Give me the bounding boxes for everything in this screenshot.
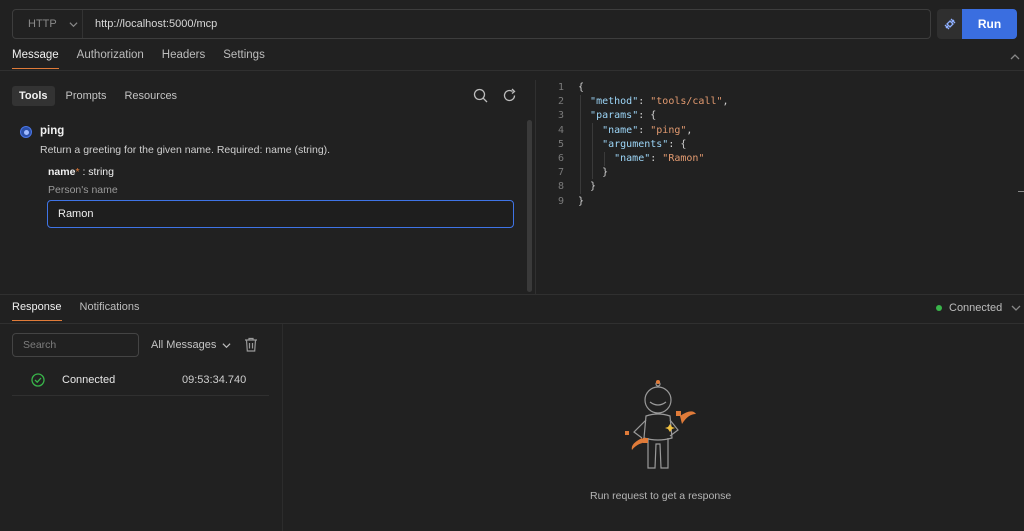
tab-resources[interactable]: Resources — [124, 90, 178, 102]
disconnect-button[interactable] — [937, 9, 963, 39]
tab-prompts[interactable]: Prompts — [65, 90, 107, 102]
search-icon[interactable] — [473, 88, 488, 103]
code-line: 5 "arguments": { — [552, 138, 729, 152]
code-line: 7 } — [552, 166, 729, 180]
line-number: 6 — [557, 153, 564, 165]
line-number: 2 — [557, 96, 564, 108]
trash-icon[interactable] — [244, 337, 258, 352]
tool-radio[interactable] — [20, 126, 32, 138]
response-tabs: Response Notifications — [12, 301, 139, 321]
message-timestamp: 09:53:34.740 — [182, 374, 247, 386]
run-button[interactable]: Run — [962, 9, 1017, 39]
indent-guide — [604, 152, 605, 166]
tab-response[interactable]: Response — [12, 301, 62, 321]
divider — [0, 294, 1024, 295]
method-label: HTTP — [28, 18, 57, 30]
line-number: 1 — [557, 82, 564, 93]
refresh-icon[interactable] — [502, 88, 517, 103]
tab-headers[interactable]: Headers — [161, 49, 206, 61]
status-label: Connected — [949, 302, 1003, 314]
required-mark: * — [75, 166, 80, 178]
line-number: 3 — [557, 110, 564, 122]
line-number: 4 — [557, 124, 564, 136]
tool-description: Return a greeting for the given name. Re… — [40, 144, 331, 156]
indent-guide — [580, 95, 581, 194]
tools-subtabs: Tools Prompts Resources — [12, 86, 184, 106]
minimap-marker — [1018, 191, 1024, 192]
messages-search-input[interactable]: Search — [12, 333, 139, 357]
divider — [12, 395, 269, 396]
code-line: 8 } — [552, 180, 729, 194]
param-name: name — [48, 166, 76, 178]
empty-state-text: Run request to get a response — [590, 490, 732, 502]
code-line: 4 "name": "ping", — [552, 124, 729, 138]
message-filter-select[interactable]: All Messages — [151, 339, 231, 351]
chevron-down-icon[interactable] — [1011, 303, 1021, 313]
connection-status: Connected — [936, 302, 1002, 314]
tab-message[interactable]: Message — [12, 49, 59, 69]
line-number: 9 — [557, 195, 564, 207]
url-input[interactable]: http://localhost:5000/mcp — [95, 18, 218, 30]
line-number: 7 — [557, 167, 564, 179]
request-tabs: Message Authorization Headers Settings — [12, 49, 265, 69]
panel-splitter[interactable] — [282, 324, 283, 531]
url-bar: HTTP http://localhost:5000/mcp — [12, 9, 931, 39]
tab-notifications[interactable]: Notifications — [79, 301, 140, 313]
name-input[interactable]: Ramon — [47, 200, 514, 228]
code-line: 2 "method": "tools/call", — [552, 95, 729, 109]
method-select[interactable]: HTTP — [13, 10, 83, 38]
param-description: Person's name — [48, 184, 118, 196]
line-number: 8 — [557, 181, 564, 193]
chevron-down-icon — [69, 21, 78, 27]
message-label[interactable]: Connected — [62, 374, 116, 386]
panel-splitter[interactable] — [535, 80, 536, 294]
param-type: : string — [79, 166, 114, 178]
tab-tools[interactable]: Tools — [12, 86, 55, 106]
divider — [0, 70, 1024, 71]
tab-authorization[interactable]: Authorization — [76, 49, 144, 61]
tool-name: ping — [40, 125, 65, 137]
json-editor[interactable]: 1{ 2 "method": "tools/call", 3 "params":… — [552, 81, 729, 209]
tab-settings[interactable]: Settings — [223, 49, 265, 61]
line-number: 5 — [557, 138, 564, 150]
plug-disconnect-icon — [944, 18, 956, 30]
divider — [0, 323, 1024, 324]
code-line: 3 "params": { — [552, 109, 729, 123]
chevron-up-icon[interactable] — [1010, 52, 1020, 62]
status-dot — [936, 305, 942, 311]
chevron-down-icon — [222, 342, 231, 348]
param-label: name* : string — [48, 166, 114, 178]
scrollbar-thumb[interactable] — [527, 120, 532, 292]
code-line: 1{ — [552, 81, 729, 95]
code-line: 9} — [552, 195, 729, 209]
astronaut-illustration-icon — [625, 380, 696, 469]
filter-label: All Messages — [151, 339, 217, 351]
indent-guide — [592, 123, 593, 179]
code-line: 6 "name": "Ramon" — [552, 152, 729, 166]
check-circle-icon — [31, 373, 45, 387]
